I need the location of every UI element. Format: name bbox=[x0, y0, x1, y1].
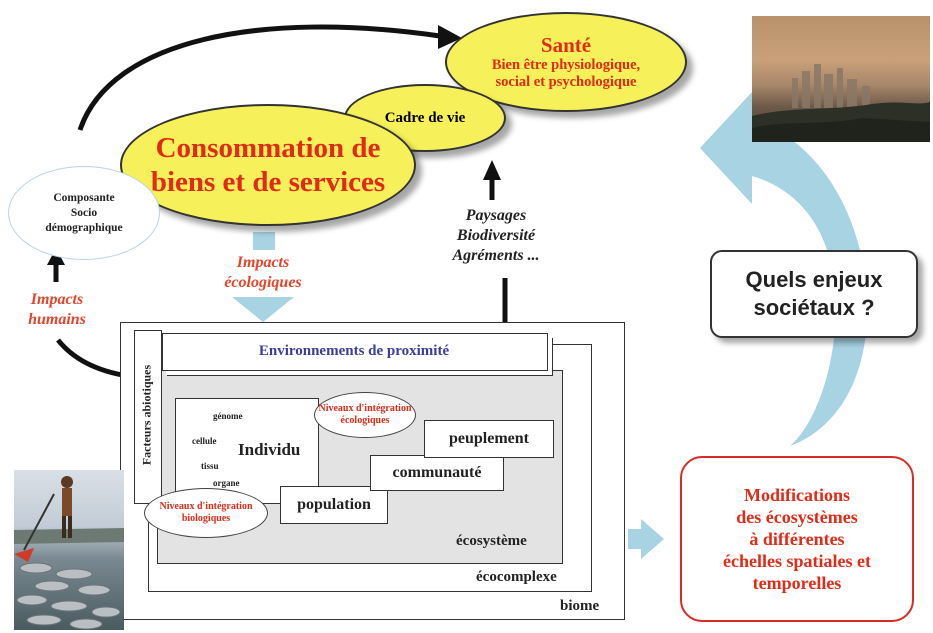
modifications-line4: échelles spatiales et bbox=[723, 551, 871, 571]
environnements-bar bbox=[162, 333, 548, 371]
composante-line2: Socio bbox=[70, 206, 98, 219]
city-photo bbox=[752, 16, 930, 142]
biome-label: biome bbox=[560, 598, 600, 614]
left-curve-arrow bbox=[56, 338, 129, 379]
consommation-line2: biens et de services bbox=[150, 166, 386, 198]
quels-enjeux-line2: sociétaux ? bbox=[753, 295, 875, 320]
impacts-ecologiques-line2: écologiques bbox=[224, 274, 302, 291]
organe-label: organe bbox=[213, 478, 240, 488]
population-box: population bbox=[280, 486, 388, 524]
quels-enjeux-line1: Quels enjeux bbox=[745, 267, 883, 292]
modifications-line2: des écosystèmes bbox=[736, 507, 858, 527]
composante-ellipse: Composante Socio démographique bbox=[8, 166, 160, 260]
composante-line1: Composante bbox=[53, 191, 115, 204]
ecocomplexe-label: écocomplexe bbox=[476, 569, 557, 585]
arrow-paysages-up-head bbox=[483, 160, 501, 180]
impacts-ecologiques-label: Impacts écologiques bbox=[203, 253, 323, 293]
consommation-ellipse: Consommation de biens et de services bbox=[120, 104, 416, 226]
modifications-line3: à différentes bbox=[749, 529, 845, 549]
niveaux-ecologiques-line1: Niveaux d'intégration bbox=[318, 403, 412, 414]
composante-line3: démographique bbox=[45, 221, 123, 234]
impacts-ecologiques-arrow-shaft bbox=[253, 232, 275, 250]
facteurs-abiotiques-label: Facteurs abiotiques bbox=[139, 364, 154, 466]
impacts-ecologiques-line1: Impacts bbox=[236, 254, 290, 271]
top-curved-arrow bbox=[77, 24, 441, 131]
top-curved-arrowhead bbox=[438, 25, 462, 49]
city-skyline-icon bbox=[752, 64, 930, 142]
peuplement-box: peuplement bbox=[424, 420, 554, 458]
fisherman-icon bbox=[14, 476, 124, 630]
individu-label: Individu bbox=[238, 440, 301, 459]
modifications-line1: Modifications bbox=[744, 485, 850, 505]
modif-arrow-shaft bbox=[628, 529, 641, 549]
sante-subtitle-line2: social et psychologique bbox=[495, 74, 637, 90]
quels-enjeux-box: Quels enjeux sociétaux ? bbox=[710, 250, 918, 338]
fishing-photo bbox=[14, 470, 124, 630]
cellule-label: cellule bbox=[192, 436, 217, 446]
impacts-humains-label: Impacts humains bbox=[12, 290, 102, 330]
big-circular-arrow bbox=[700, 92, 868, 446]
modifications-box: Modifications des écosystèmes à différen… bbox=[680, 456, 914, 622]
niveaux-biologiques-line1: Niveaux d'intégration bbox=[159, 501, 253, 512]
sante-subtitle-line1: Bien être physiologique, bbox=[491, 57, 641, 73]
niveaux-biologiques-line2: biologiques bbox=[181, 513, 231, 524]
impacts-ecologiques-arrow-head bbox=[232, 297, 294, 322]
consommation-line1: Consommation de bbox=[155, 132, 381, 164]
paysages-line3: Agréments ... bbox=[452, 247, 540, 264]
modifications-line5: temporelles bbox=[752, 573, 842, 593]
niveaux-ecologiques-ellipse: Niveaux d'intégration écologiques bbox=[314, 392, 416, 438]
cadre-de-vie-label: Cadre de vie bbox=[384, 109, 466, 126]
ecosysteme-label: écosystème bbox=[456, 533, 527, 549]
environnements-label: Environnements de proximité bbox=[258, 342, 450, 359]
tissu-label: tissu bbox=[201, 461, 219, 471]
modif-arrow-head bbox=[641, 519, 664, 559]
impacts-humains-line1: Impacts bbox=[30, 291, 84, 308]
impacts-humains-line2: humains bbox=[28, 311, 86, 328]
niveaux-ecologiques-line2: écologiques bbox=[340, 415, 390, 426]
communaute-box: communauté bbox=[370, 455, 504, 491]
niveaux-biologiques-ellipse: Niveaux d'intégration biologiques bbox=[144, 488, 268, 538]
paysages-label: Paysages Biodiversité Agréments ... bbox=[438, 206, 554, 266]
genome-label: génome bbox=[213, 411, 243, 421]
facteurs-abiotiques-bar bbox=[134, 330, 162, 504]
sante-title: Santé bbox=[540, 33, 592, 57]
paysages-line1: Paysages bbox=[465, 207, 527, 224]
paysages-line2: Biodiversité bbox=[456, 227, 536, 244]
